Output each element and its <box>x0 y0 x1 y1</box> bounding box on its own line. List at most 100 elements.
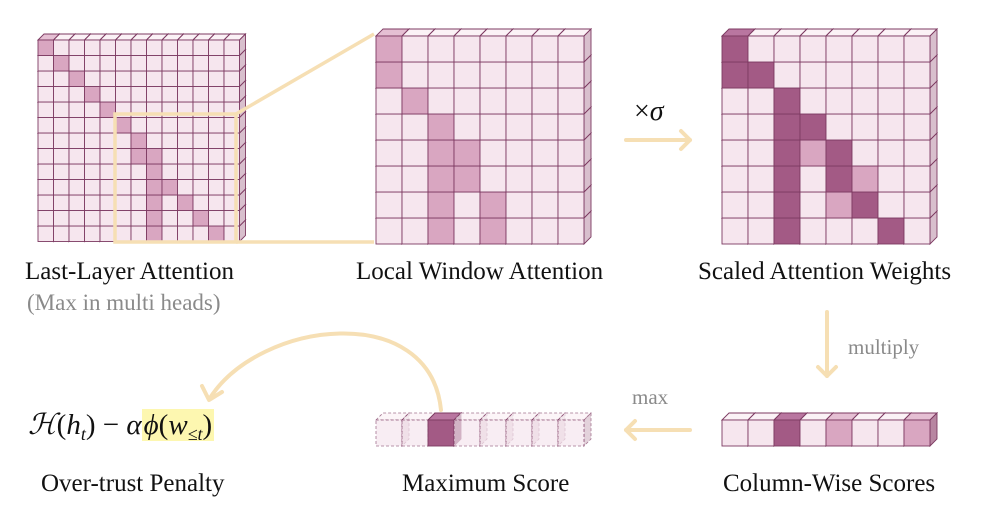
last-layer-matrix-cell-r7-c6 <box>130 148 147 165</box>
scaled-matrix-cell-r6-c7 <box>903 191 931 219</box>
local-window-matrix-cell-r0-c4 <box>479 35 507 63</box>
last-layer-matrix-cell-r1-c3 <box>84 55 101 72</box>
last-layer-matrix-cell-r3-c4 <box>99 86 116 103</box>
scaled-matrix-cell-r1-c2 <box>773 61 801 89</box>
scaled-matrix-cell-r6-c0 <box>721 191 749 219</box>
last-layer-matrix-cell-r7-c7 <box>146 148 163 165</box>
last-layer-matrix-cell-r9-c8 <box>161 179 178 196</box>
local-window-matrix-cell-r4-c3 <box>453 139 481 167</box>
last-layer-matrix-cell-r11-c1 <box>53 210 70 227</box>
window-highlight-box <box>113 112 238 244</box>
last-layer-matrix-cell-r2-c2 <box>68 70 85 87</box>
last-layer-matrix-cell-r9-c0 <box>37 179 54 196</box>
last-layer-matrix-cell-r5-c1 <box>53 117 70 134</box>
last-layer-matrix-cell-r0-c7 <box>146 39 163 56</box>
last-layer-matrix-cell-r1-c10 <box>192 55 209 72</box>
last-layer-matrix-cell-r11-c3 <box>84 210 101 227</box>
local-window-matrix-cell-r1-c0 <box>375 61 403 89</box>
last-layer-matrix-cell-r12-c6 <box>130 225 147 242</box>
last-layer-matrix-cell-r6-c9 <box>177 132 194 149</box>
formula-h: h <box>66 409 81 441</box>
last-layer-matrix-cell-r11-c11 <box>208 210 225 227</box>
last-layer-matrix-cell-r2-c10 <box>192 70 209 87</box>
last-layer-matrix-cell-r9-c6 <box>130 179 147 196</box>
last-layer-matrix-cell-r10-c3 <box>84 194 101 211</box>
scaled-matrix-cell-r3-c2 <box>773 113 801 141</box>
scaled-matrix-cell-r7-c1 <box>747 217 775 245</box>
maximum-score-cell-7 <box>557 419 585 447</box>
scaled-matrix-cell-r5-c5 <box>851 165 879 193</box>
last-layer-matrix-cell-r11-c5 <box>115 210 132 227</box>
last-layer-matrix-cell-r8-c11 <box>208 163 225 180</box>
local-window-matrix-cell-r3-c3 <box>453 113 481 141</box>
last-layer-matrix-cell-r0-c10 <box>192 39 209 56</box>
scaled-matrix-cell-r4-c2 <box>773 139 801 167</box>
local-window-matrix-cell-r6-c5 <box>505 191 533 219</box>
last-layer-matrix-cell-r8-c7 <box>146 163 163 180</box>
last-layer-matrix-cell-r7-c11 <box>208 148 225 165</box>
last-layer-matrix-cell-r12-c0 <box>37 225 54 242</box>
last-layer-matrix-cell-r4-c0 <box>37 101 54 118</box>
scaled-matrix-cell-r7-c2 <box>773 217 801 245</box>
last-layer-matrix-cell-r3-c8 <box>161 86 178 103</box>
scaled-matrix-cell-r6-c1 <box>747 191 775 219</box>
scaled-matrix-cell-r5-c4 <box>825 165 853 193</box>
formula-h-subscript: t <box>80 424 86 444</box>
last-layer-matrix-cell-r3-c9 <box>177 86 194 103</box>
last-layer-matrix-cell-r1-c11 <box>208 55 225 72</box>
scaled-matrix-cell-r3-c3 <box>799 113 827 141</box>
last-layer-matrix-cell-r0-c11 <box>208 39 225 56</box>
local-window-matrix-cell-r5-c2 <box>427 165 455 193</box>
maximum-score-label: Maximum Score <box>402 470 570 497</box>
last-layer-matrix-cell-r8-c9 <box>177 163 194 180</box>
last-layer-matrix-cell-r2-c4 <box>99 70 116 87</box>
local-window-matrix-cell-r2-c2 <box>427 87 455 115</box>
last-layer-matrix-cell-r8-c10 <box>192 163 209 180</box>
scaled-matrix-cell-r4-c1 <box>747 139 775 167</box>
last-layer-matrix-cell-r1-c1 <box>53 55 70 72</box>
maximum-score-cell-0 <box>375 419 403 447</box>
last-layer-matrix-cell-r2-c7 <box>146 70 163 87</box>
last-layer-matrix-cell-r7-c2 <box>68 148 85 165</box>
scaled-matrix-cell-r7-c6 <box>877 217 905 245</box>
formula-w-subscript: ≤t <box>187 424 203 444</box>
last-layer-matrix-cell-r11-c7 <box>146 210 163 227</box>
column-score-cell-4 <box>825 419 853 447</box>
scaled-matrix-cell-r4-c5 <box>851 139 879 167</box>
last-layer-matrix-cell-r1-c8 <box>161 55 178 72</box>
last-layer-matrix-cell-r10-c6 <box>130 194 147 211</box>
last-layer-matrix-cell-r2-c5 <box>115 70 132 87</box>
max-label: max <box>632 385 669 409</box>
scaled-matrix-cell-r3-c6 <box>877 113 905 141</box>
last-layer-matrix-cell-r3-c6 <box>130 86 147 103</box>
local-window-matrix-cell-r2-c5 <box>505 87 533 115</box>
last-layer-matrix-cell-r7-c1 <box>53 148 70 165</box>
last-layer-matrix-cell-r2-c3 <box>84 70 101 87</box>
scaled-matrix-cell-r5-c6 <box>877 165 905 193</box>
last-layer-attention-note: (Max in multi heads) <box>27 290 221 315</box>
scaled-matrix-cell-r2-c3 <box>799 87 827 115</box>
last-layer-matrix-cell-r10-c10 <box>192 194 209 211</box>
local-window-matrix-cell-r1-c3 <box>453 61 481 89</box>
scaled-matrix-cell-r5-c2 <box>773 165 801 193</box>
scaled-matrix-cell-r3-c0 <box>721 113 749 141</box>
last-layer-matrix-cell-r0-c3 <box>84 39 101 56</box>
last-layer-matrix-cell-r11-c10 <box>192 210 209 227</box>
scaled-matrix-cell-r1-c4 <box>825 61 853 89</box>
last-layer-matrix-cell-r8-c5 <box>115 163 132 180</box>
last-layer-matrix-cell-r11-c2 <box>68 210 85 227</box>
local-window-matrix-cell-r0-c0 <box>375 35 403 63</box>
last-layer-matrix-cell-r1-c7 <box>146 55 163 72</box>
formula-h-calligraphic: ℋ <box>28 407 57 441</box>
scaled-matrix-cell-r0-c4 <box>825 35 853 63</box>
local-window-matrix-cell-r2-c3 <box>453 87 481 115</box>
formula-w: w <box>168 409 188 441</box>
local-window-matrix-cell-r5-c7 <box>557 165 585 193</box>
local-window-matrix-cell-r7-c7 <box>557 217 585 245</box>
last-layer-matrix-cell-r10-c4 <box>99 194 116 211</box>
last-layer-matrix-cell-r9-c1 <box>53 179 70 196</box>
scaled-matrix-cell-r4-c3 <box>799 139 827 167</box>
scaled-matrix-cell-r5-c3 <box>799 165 827 193</box>
local-window-matrix-cell-r5-c4 <box>479 165 507 193</box>
